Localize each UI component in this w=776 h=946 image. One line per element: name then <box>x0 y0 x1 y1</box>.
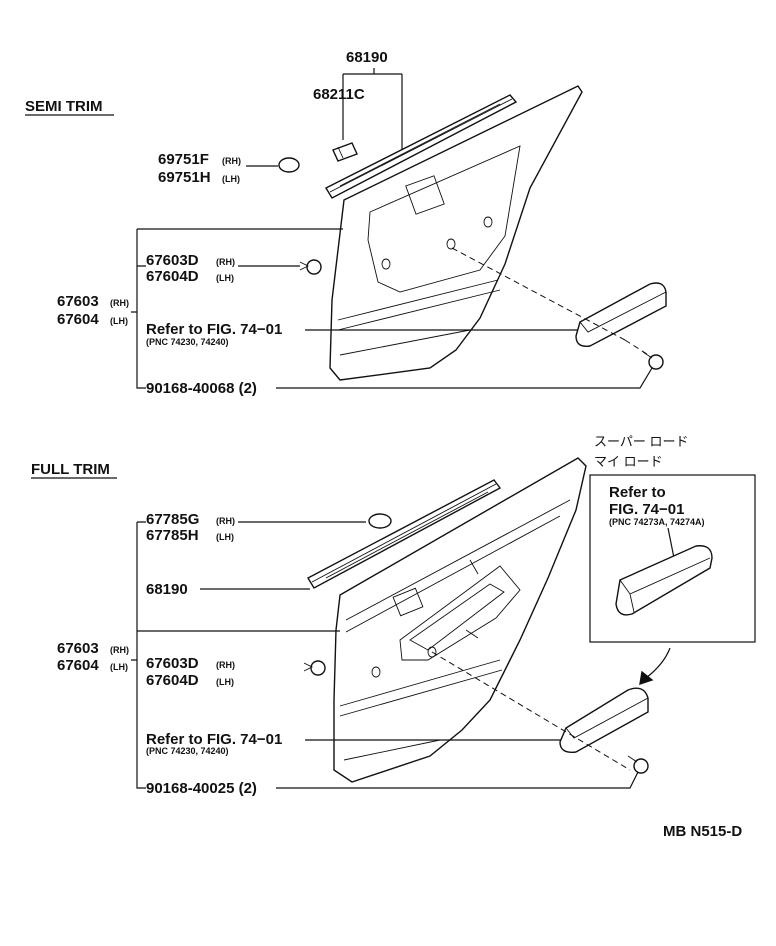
full-inset-arrowhead <box>639 670 654 686</box>
semi-label-67604: 67604 <box>57 311 99 328</box>
full-weatherstrip <box>307 479 502 589</box>
full-clip-67785 <box>368 513 392 529</box>
semi-screw-label: 90168-40068 (2) <box>146 380 257 397</box>
semi-label-67603d: 67603D <box>146 252 199 269</box>
semi-label-67604-side: (LH) <box>110 316 128 326</box>
semi-label-67604d-side: (LH) <box>216 273 234 283</box>
semi-label-69751f-side: (RH) <box>222 156 241 166</box>
semi-screw-leader <box>276 367 653 389</box>
semi-trim-title: SEMI TRIM <box>25 98 103 115</box>
semi-label-69751f: 69751F <box>158 151 209 168</box>
full-inset-pnc: (PNC 74273A, 74274A) <box>609 517 705 527</box>
semi-label-67603-side: (RH) <box>110 298 129 308</box>
full-label-67785h-side: (LH) <box>216 532 234 542</box>
full-screw <box>627 755 649 774</box>
full-label-67785h: 67785H <box>146 527 199 544</box>
full-67603-bracket <box>131 522 340 789</box>
semi-label-67604d: 67604D <box>146 268 199 285</box>
semi-label-67603d-side: (RH) <box>216 257 235 267</box>
semi-label-69751h: 69751H <box>158 169 211 186</box>
full-label-68190: 68190 <box>146 581 188 598</box>
full-refer-pnc: (PNC 74230, 74240) <box>146 746 229 756</box>
full-jp-label-1: スーパー ロード <box>594 434 688 449</box>
semi-clip-68211c <box>332 142 358 162</box>
full-label-67603d: 67603D <box>146 655 199 672</box>
full-inset-box <box>589 474 756 643</box>
semi-weatherstrip <box>325 94 518 199</box>
semi-label-68190: 68190 <box>346 49 388 66</box>
full-inset-refer-2: FIG. 74−01 <box>609 501 684 518</box>
full-label-67604-side: (LH) <box>110 662 128 672</box>
full-inset-armrest <box>615 545 713 616</box>
semi-refer-text: Refer to FIG. 74−01 <box>146 321 282 338</box>
full-label-67603-side: (RH) <box>110 645 129 655</box>
full-label-67785g-side: (RH) <box>216 516 235 526</box>
full-label-67604d-side: (LH) <box>216 677 234 687</box>
semi-label-68211c: 68211C <box>313 86 365 103</box>
full-label-67603: 67603 <box>57 640 99 657</box>
full-inset-refer-1: Refer to <box>609 484 666 501</box>
full-armrest <box>559 687 649 753</box>
full-jp-label-2: マイ ロード <box>594 454 663 469</box>
diagram-code: MB N515-D <box>663 823 742 840</box>
full-inset-arrow <box>645 647 671 679</box>
full-clip-67603d <box>303 660 326 676</box>
full-screw-label: 90168-40025 (2) <box>146 780 257 797</box>
semi-clip-67603d <box>299 259 322 275</box>
semi-armrest <box>575 282 667 347</box>
full-refer-text: Refer to FIG. 74−01 <box>146 731 282 748</box>
full-label-67785g: 67785G <box>146 511 199 528</box>
semi-label-67603: 67603 <box>57 293 99 310</box>
semi-screw <box>642 351 664 370</box>
full-trim-title: FULL TRIM <box>31 461 110 478</box>
full-label-67604d: 67604D <box>146 672 199 689</box>
semi-dashed-line <box>451 247 626 341</box>
semi-dashed-line-2 <box>624 339 651 357</box>
semi-door-panel <box>329 85 583 381</box>
semi-67603-bracket <box>131 228 343 389</box>
full-door-panel <box>333 457 587 783</box>
full-dashed-line <box>431 651 631 771</box>
semi-68190-bracket <box>342 68 403 150</box>
full-screw-leader <box>276 771 639 789</box>
semi-clip-69751 <box>278 157 300 173</box>
full-label-67603d-side: (RH) <box>216 660 235 670</box>
semi-label-69751h-side: (LH) <box>222 174 240 184</box>
full-label-67604: 67604 <box>57 657 99 674</box>
semi-refer-pnc: (PNC 74230, 74240) <box>146 337 229 347</box>
